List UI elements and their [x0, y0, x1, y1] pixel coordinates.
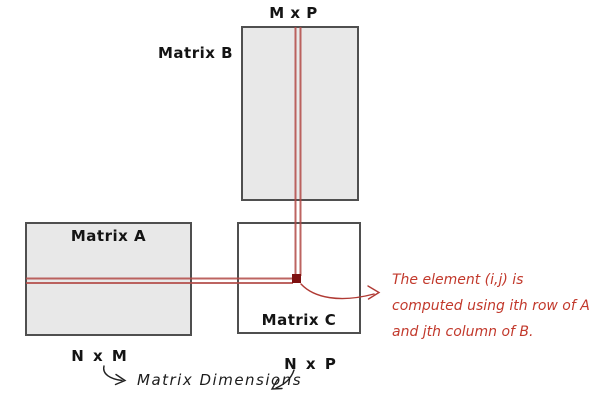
matrix-b-label: Matrix B	[158, 44, 234, 62]
annotation-line-2: computed using ith row of A	[392, 298, 590, 314]
annotation-line-1: The element (i,j) is	[392, 272, 524, 288]
annotation-line-3: and jth column of B.	[392, 324, 534, 340]
nxm-arrow-icon	[103, 365, 127, 386]
matrix-c-label: Matrix C	[261, 311, 337, 329]
matrix-c-dim-label: N x P	[284, 355, 338, 373]
annotation-arrow-icon	[300, 283, 381, 300]
element-annotation: The element (i,j) is computed using ith …	[392, 267, 600, 345]
matrix-a-label: Matrix A	[70, 227, 147, 245]
matrix-dimensions-caption: Matrix Dimensions	[137, 371, 303, 389]
nxp-arrow-icon	[270, 369, 295, 390]
matrix-a-dim-label: N x M	[71, 347, 129, 365]
ith-row-highlight	[26, 277, 293, 284]
element-ij-dot	[292, 274, 301, 283]
matrix-b-dim-label: M x P	[269, 4, 318, 22]
jth-column-highlight	[294, 27, 302, 276]
